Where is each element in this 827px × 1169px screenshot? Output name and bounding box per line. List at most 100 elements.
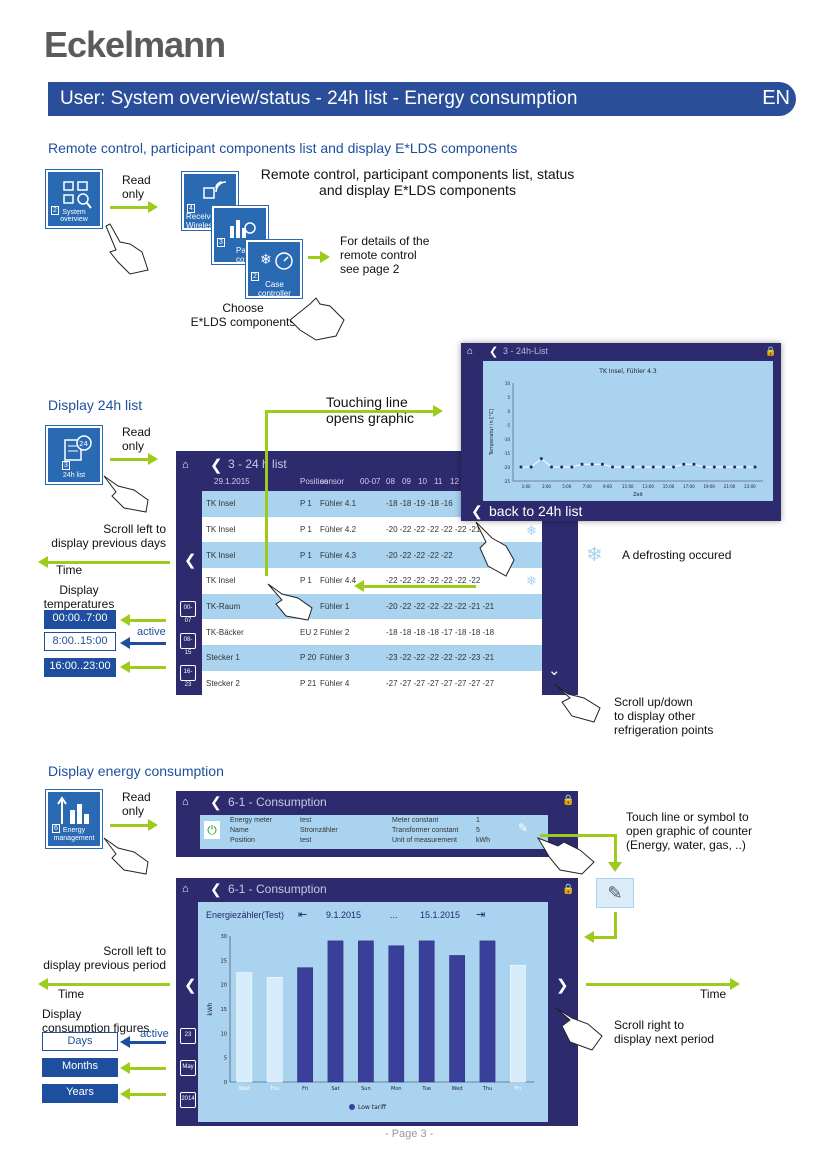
row-sensor: Fühler 4.4 — [320, 576, 357, 586]
meter-row[interactable]: ⏻ Energy meter test Name Stromzähler Pos… — [200, 815, 548, 849]
row-sensor: Fühler 4.1 — [320, 499, 357, 509]
tile-label: System overview — [60, 209, 88, 223]
back-chevron-icon[interactable]: ❮ — [210, 457, 223, 474]
time-label: Time — [56, 563, 83, 577]
row-values: -20 -22 -22 -22 -22 -22 -21 — [386, 525, 481, 535]
bar — [479, 940, 496, 1083]
row-position: P 1 — [300, 525, 312, 535]
x-tick-label: Thu — [269, 1086, 279, 1092]
back-to-24h-label[interactable]: back to 24h list — [489, 503, 583, 519]
data-point — [539, 457, 543, 461]
home-icon[interactable]: ⌂ — [182, 883, 189, 895]
arrow-right — [110, 201, 158, 213]
years-icon[interactable]: 2014 — [180, 1092, 196, 1108]
svg-text:24: 24 — [79, 440, 88, 448]
card-pack-controller[interactable]: 3 Pa contr — [212, 206, 268, 264]
x-tick-label: 7:00 — [583, 484, 592, 489]
choose-note: Choose E*LDS components — [190, 301, 296, 329]
range-16-23-icon[interactable]: 16-23 — [180, 665, 196, 688]
meter-label: Transformer constant — [392, 827, 459, 834]
date-to: 15.1.2015 — [420, 910, 461, 920]
data-point — [733, 465, 737, 469]
system-overview-tile[interactable]: 2 System overview — [46, 170, 102, 228]
back-chevron-icon[interactable]: ❮ — [489, 346, 499, 358]
bar — [327, 940, 344, 1083]
x-tick-label: Wed — [452, 1086, 463, 1092]
home-icon[interactable]: ⌂ — [467, 346, 474, 357]
x-tick-label: 5:00 — [562, 484, 571, 489]
meter-value: kWh — [476, 837, 490, 844]
read-only-note: Read only — [122, 173, 151, 201]
data-point — [600, 462, 604, 466]
last-page-icon[interactable]: ⇥ — [476, 909, 486, 921]
card-number: 2 — [251, 272, 259, 281]
range-0-7-icon[interactable]: 00-07 — [180, 601, 196, 624]
read-only-note: Read only — [122, 790, 151, 818]
x-tick-label: 17:00 — [683, 484, 695, 489]
arrow-left — [120, 1088, 166, 1100]
col-sensor: sensor — [320, 477, 345, 486]
tile-number: 2 — [51, 206, 59, 215]
scroll-right-chevron-icon[interactable]: ❯ — [556, 977, 569, 994]
screen-title: 6-1 - Consumption — [228, 795, 327, 809]
data-point — [529, 465, 533, 469]
years-button[interactable]: Years — [42, 1084, 118, 1103]
bar — [297, 967, 313, 1083]
row-position: P 1 — [300, 499, 312, 509]
bar — [418, 940, 435, 1083]
range-8-15-icon[interactable]: 08-15 — [180, 633, 196, 656]
days-button[interactable]: Days — [42, 1032, 118, 1051]
first-page-icon[interactable]: ⇤ — [298, 909, 308, 921]
card-case-controller[interactable]: ❄ 2 Case controller — [246, 240, 302, 298]
home-icon[interactable]: ⌂ — [182, 796, 189, 808]
x-tick-label: Fri — [515, 1086, 521, 1092]
months-icon[interactable]: May — [180, 1060, 196, 1076]
bar — [510, 964, 526, 1083]
energy-management-tile[interactable]: 6 Energy management — [46, 790, 102, 848]
scroll-down-chevron-icon[interactable]: ⌄ — [548, 662, 561, 679]
x-tick-label: 13:00 — [642, 484, 654, 489]
scroll-left-chevron-icon[interactable]: ❮ — [184, 552, 197, 569]
edit-graph-icon[interactable]: ✎ — [518, 821, 529, 835]
row-name: TK Insel — [206, 499, 236, 509]
row-name: TK-Bäcker — [206, 627, 244, 637]
consumption-meter-screen: ⌂ ❮ 6-1 - Consumption 🔒 ⏻ Energy meter t… — [176, 791, 578, 857]
x-tick-label: 15:00 — [663, 484, 675, 489]
hand-pointer-icon — [475, 521, 515, 577]
y-tick-label: -10 — [503, 437, 510, 442]
data-point — [621, 465, 625, 469]
months-button[interactable]: Months — [42, 1058, 118, 1077]
data-point — [692, 462, 696, 466]
back-chevron-icon[interactable]: ❮ — [210, 881, 222, 897]
page-banner: User: System overview/status - 24h list … — [48, 82, 796, 116]
back-chevron-icon[interactable]: ❮ — [210, 794, 222, 810]
days-icon[interactable]: 23 — [180, 1028, 196, 1044]
row-name: TK Insel — [206, 525, 236, 535]
chart-background — [483, 361, 773, 501]
y-tick-label: 5 — [224, 1056, 227, 1062]
card-label: Case controller — [258, 280, 291, 298]
home-icon[interactable]: ⌂ — [182, 459, 189, 471]
back-chevron-icon[interactable]: ❮ — [471, 503, 483, 519]
range-8-15-button[interactable]: 8:00..15:00 — [44, 632, 116, 651]
24h-list-icon: 24 — [64, 435, 92, 461]
y-tick-label: 30 — [221, 934, 227, 940]
legend-marker — [349, 1104, 355, 1110]
range-16-23-button[interactable]: 16:00..23:00 — [44, 658, 116, 677]
row-sensor: Fühler 4 — [320, 679, 350, 689]
range-0-7-button[interactable]: 00:00..7:00 — [44, 610, 116, 629]
y-tick-label: -20 — [503, 465, 510, 470]
date-separator: ... — [390, 910, 398, 920]
scroll-left-chevron-icon[interactable]: ❮ — [184, 977, 197, 994]
y-tick-label: 25 — [221, 958, 227, 964]
temperature-line-chart[interactable]: TK Insel, Fühler 4.31050-5-10-15-20-251:… — [483, 361, 773, 501]
row-position: P 21 — [300, 679, 317, 689]
24h-list-tile[interactable]: 24 3 24h list — [46, 426, 102, 484]
